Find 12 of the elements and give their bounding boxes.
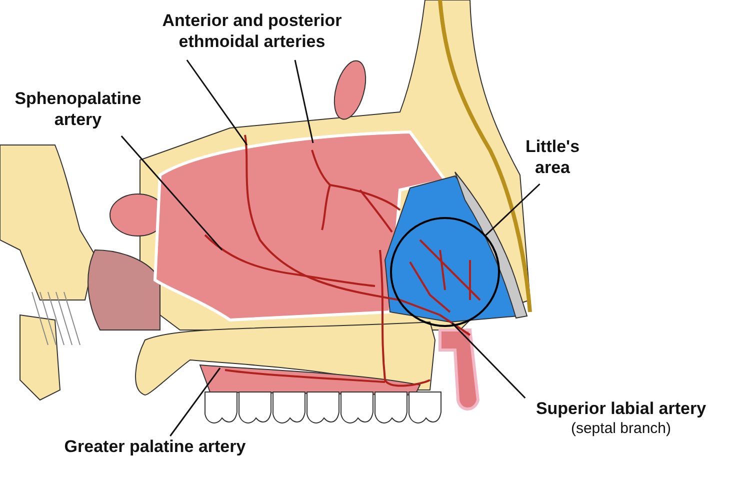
leader-line [170,368,221,436]
leader-line [120,136,223,250]
part-label: Superior labial artery [536,398,706,419]
leader-line [294,60,314,144]
part-label: Little's area [524,136,581,178]
part-label: (septal branch) [570,419,672,439]
part-label: Sphenopalatine artery [14,88,142,130]
leader-line [452,322,526,399]
part-label: Greater palatine artery [64,436,246,457]
circle-outline [390,217,500,327]
part-label: Anterior and posterior ethmoidal arteries [161,10,343,52]
leader-line [186,60,248,146]
